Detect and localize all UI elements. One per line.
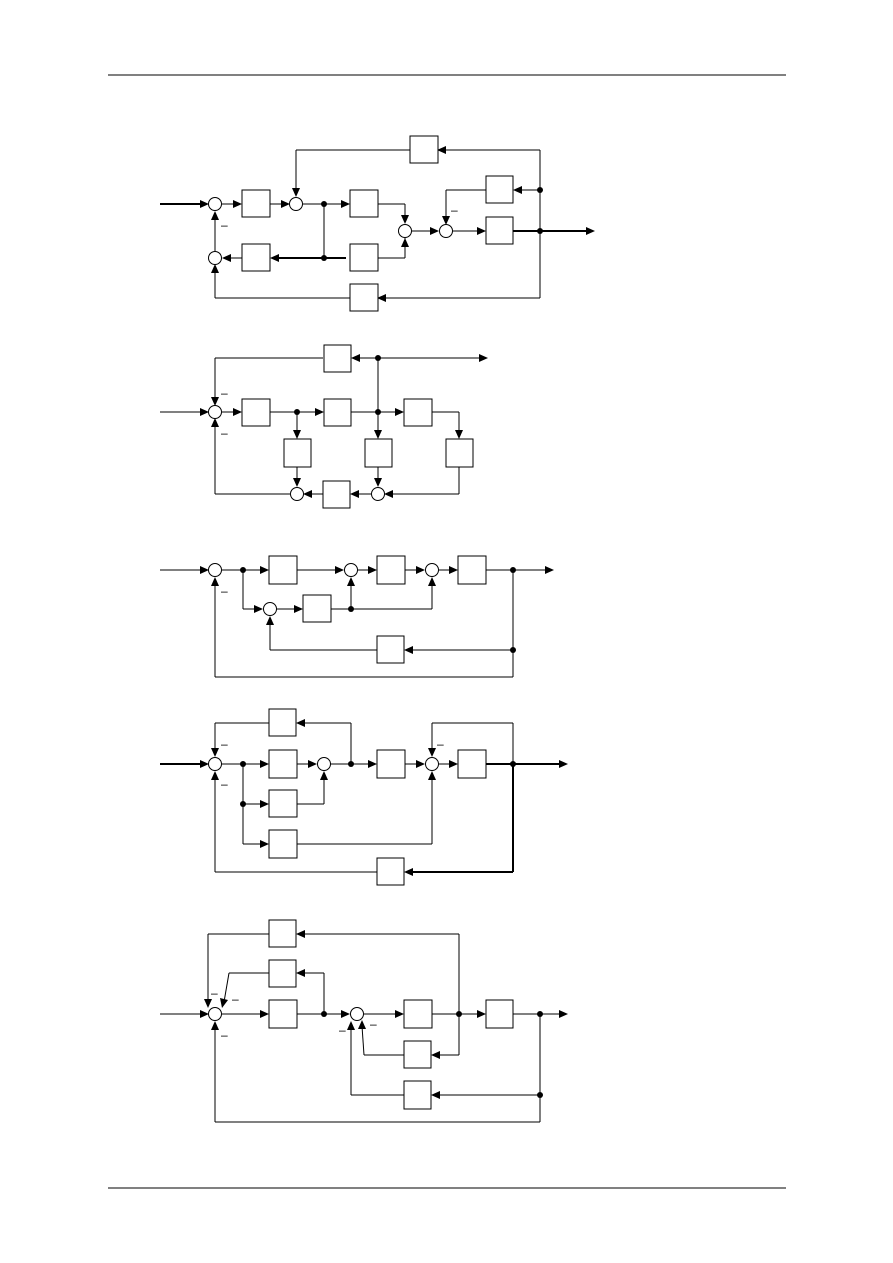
summing-junction [344, 563, 358, 577]
summing-junction [371, 487, 385, 501]
summing-junction [425, 563, 439, 577]
block [268, 555, 298, 585]
block [403, 398, 433, 427]
summing-junction [208, 251, 222, 265]
block [322, 480, 351, 509]
diagram-3-connections [160, 569, 546, 678]
block [376, 749, 406, 779]
block [268, 789, 298, 818]
block [376, 555, 406, 585]
minus-sign: – [370, 1017, 377, 1031]
block [485, 175, 514, 204]
block [268, 999, 298, 1029]
diagram-4: – – – [160, 708, 568, 886]
block [323, 398, 352, 427]
block [485, 999, 514, 1029]
block [485, 216, 514, 245]
minus-sign: – [211, 986, 218, 1000]
minus-sign: – [451, 203, 458, 217]
minus-sign: – [232, 992, 239, 1006]
minus-sign: – [437, 737, 444, 751]
minus-sign: – [339, 1023, 346, 1037]
diagram-1-branch-points [321, 187, 543, 261]
diagram-2: – – [160, 344, 488, 509]
diagram-5: – – – – – [160, 919, 568, 1123]
summing-junction [425, 757, 439, 771]
diagram-2-connections [160, 357, 480, 495]
diagram-4-connections [160, 722, 560, 873]
block [457, 749, 487, 779]
block [268, 708, 297, 737]
summing-junction [289, 197, 303, 211]
diagram-4-branch-points [240, 761, 516, 807]
block [349, 243, 379, 272]
minus-sign: – [221, 218, 228, 232]
block [376, 635, 405, 664]
diagram-5-connections [160, 933, 560, 1123]
diagram-2-arrowheads [200, 354, 488, 498]
minus-sign: – [221, 584, 228, 598]
block [445, 438, 474, 468]
block [349, 283, 379, 312]
block [403, 1080, 432, 1110]
minus-sign: – [221, 777, 228, 791]
block [403, 1040, 432, 1069]
summing-junction [208, 197, 222, 211]
diagram-4-arrowheads [200, 719, 568, 876]
diagram-2-branch-points [294, 355, 381, 415]
block [268, 959, 297, 988]
diagram-3-branch-points [240, 567, 516, 653]
summing-junction [208, 405, 222, 419]
summing-junction [208, 757, 222, 771]
block [241, 243, 271, 272]
summing-junction [439, 224, 453, 238]
block [241, 189, 271, 218]
diagram-3: – [160, 555, 554, 678]
block [268, 749, 298, 779]
block [241, 398, 271, 427]
block [268, 829, 298, 859]
block [268, 919, 297, 948]
minus-sign: – [221, 1028, 228, 1042]
minus-sign: – [221, 386, 228, 400]
summing-junction [350, 1007, 364, 1021]
summing-junction [208, 1007, 222, 1021]
diagram-5-arrowheads [200, 930, 568, 1099]
block [349, 189, 379, 218]
summing-junction [263, 602, 277, 616]
block [302, 594, 332, 623]
block [457, 555, 487, 585]
block [283, 438, 312, 468]
diagram-5-branch-points [321, 1011, 543, 1098]
diagram-1-arrowheads [200, 146, 595, 302]
diagram-3-arrowheads [200, 566, 554, 654]
block [323, 344, 352, 373]
minus-sign: – [221, 426, 228, 440]
summing-junction [317, 757, 331, 771]
summing-junction [290, 487, 304, 501]
block [403, 999, 433, 1029]
block [409, 135, 439, 164]
block [364, 438, 393, 468]
summing-junction [398, 224, 412, 238]
summing-junction [208, 563, 222, 577]
diagram-1: – – [160, 135, 595, 312]
block [376, 857, 405, 886]
minus-sign: – [221, 737, 228, 751]
